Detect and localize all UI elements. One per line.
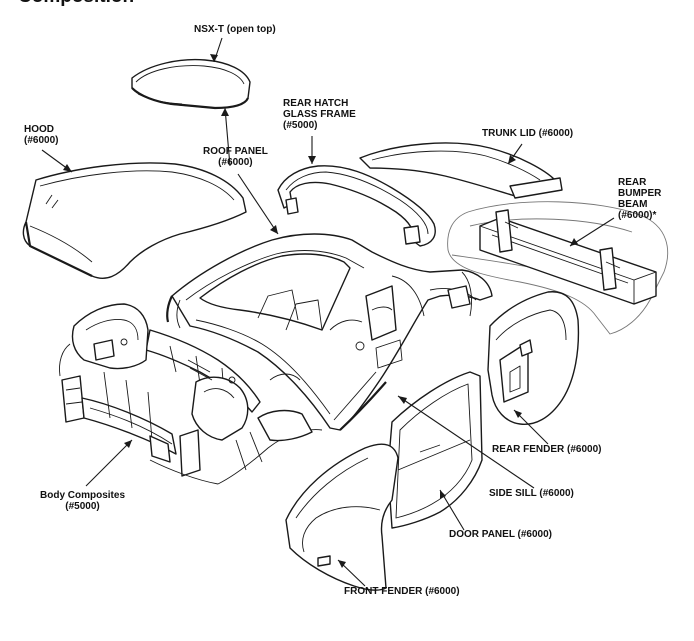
label-body-composites: Body Composites (#5000) (40, 490, 126, 512)
label-rear-hatch-glass-frame: REAR HATCH GLASS FRAME (#5000) (283, 98, 356, 131)
main-body-structure (59, 233, 493, 485)
rear-fender-part (487, 291, 580, 425)
label-roof-panel: ROOF PANEL (#6000) (203, 146, 268, 168)
label-side-sill: SIDE SILL (#6000) (489, 488, 574, 499)
nsx-t-roof-part (131, 58, 251, 110)
label-nsx-t: NSX-T (open top) (194, 24, 276, 35)
label-door-panel: DOOR PANEL (#6000) (449, 529, 552, 540)
label-hood: HOOD (#6000) (24, 124, 59, 146)
rear-hatch-glass-frame-part (277, 165, 436, 247)
leader-lines (41, 37, 615, 587)
section-title: Composition (18, 0, 134, 8)
label-rear-fender: REAR FENDER (#6000) (492, 444, 602, 455)
door-panel-part (387, 371, 483, 529)
hood-part (22, 162, 247, 280)
rear-bumper-beam-part (447, 201, 669, 335)
label-trunk-lid: TRUNK LID (#6000) (482, 128, 574, 139)
label-rear-bumper-beam: REAR BUMPER BEAM (#6000)* (618, 177, 662, 221)
front-fender-part (285, 443, 399, 591)
label-front-fender: FRONT FENDER (#6000) (344, 586, 460, 597)
